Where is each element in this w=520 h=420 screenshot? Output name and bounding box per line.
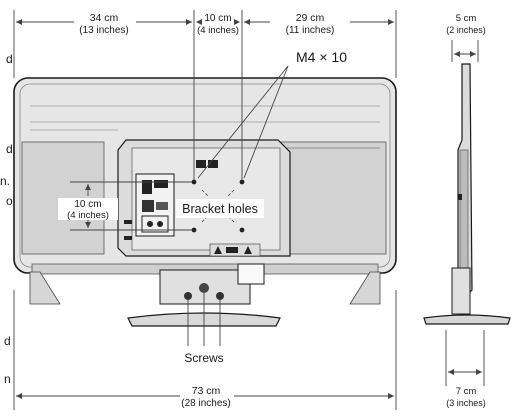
bracket-hole bbox=[191, 227, 197, 233]
back-ribs bbox=[30, 105, 380, 131]
bracket-hole bbox=[239, 179, 245, 185]
warning-label bbox=[209, 243, 261, 257]
bracket-holes-label: Bracket holes bbox=[182, 202, 258, 216]
tv-side-view bbox=[423, 63, 511, 325]
dim-side-depth-in: (2 inches) bbox=[446, 25, 486, 35]
stand-side-left bbox=[29, 271, 61, 305]
dim-bottom-width-in: (28 inches) bbox=[181, 398, 230, 409]
top-connector bbox=[196, 160, 206, 168]
stand-side-right bbox=[349, 271, 381, 305]
dim-top-center-cm: 10 cm bbox=[204, 13, 231, 24]
bracket-holes-label-bg bbox=[176, 199, 264, 218]
stand-screws bbox=[184, 283, 224, 300]
edge-fragment-2: d bbox=[6, 142, 13, 156]
dim-side-depth-cm: 5 cm bbox=[456, 13, 477, 24]
side-profile-back bbox=[459, 149, 469, 271]
edge-fragment-1: d bbox=[6, 52, 13, 66]
screws-label: Screws bbox=[184, 351, 223, 365]
edge-fragment-6: n bbox=[4, 372, 11, 386]
dim-top-center-in: (4 inches) bbox=[197, 25, 239, 36]
edge-fragment-4: o bbox=[6, 194, 13, 208]
top-connector bbox=[208, 160, 218, 168]
dim-vertical-cm: 10 cm bbox=[74, 199, 101, 210]
arrowheads bbox=[16, 19, 482, 399]
stand-clip bbox=[237, 263, 265, 285]
edge-fragment-5: d bbox=[4, 334, 11, 348]
side-stand-neck bbox=[451, 267, 471, 315]
dim-top-right-in: (11 inches) bbox=[286, 25, 335, 36]
bracket-holes bbox=[191, 179, 245, 233]
screw bbox=[199, 283, 209, 293]
dim-top-right-cm: 29 cm bbox=[296, 12, 325, 24]
screw-spec-label: M4 × 10 bbox=[296, 49, 347, 65]
bracket-hole bbox=[239, 227, 245, 233]
terminal-panel bbox=[124, 173, 175, 240]
right-vent-panel bbox=[275, 141, 387, 255]
tv-back-view bbox=[13, 77, 397, 327]
screw bbox=[184, 292, 192, 300]
dim-stand-depth-in: (3 inches) bbox=[446, 398, 486, 408]
bracket-hole bbox=[191, 179, 197, 185]
screw bbox=[216, 292, 224, 300]
edge-fragment-3: n. bbox=[0, 174, 10, 188]
side-stand-base bbox=[423, 314, 511, 325]
dim-top-left-in: (13 inches) bbox=[79, 25, 128, 36]
dim-stand-depth-cm: 7 cm bbox=[456, 386, 477, 397]
dim-vertical-in: (4 inches) bbox=[67, 210, 109, 221]
vertical-dim-label-bg bbox=[58, 198, 118, 220]
dim-top-left-cm: 34 cm bbox=[90, 12, 119, 24]
dim-bottom-width-cm: 73 cm bbox=[192, 385, 221, 397]
